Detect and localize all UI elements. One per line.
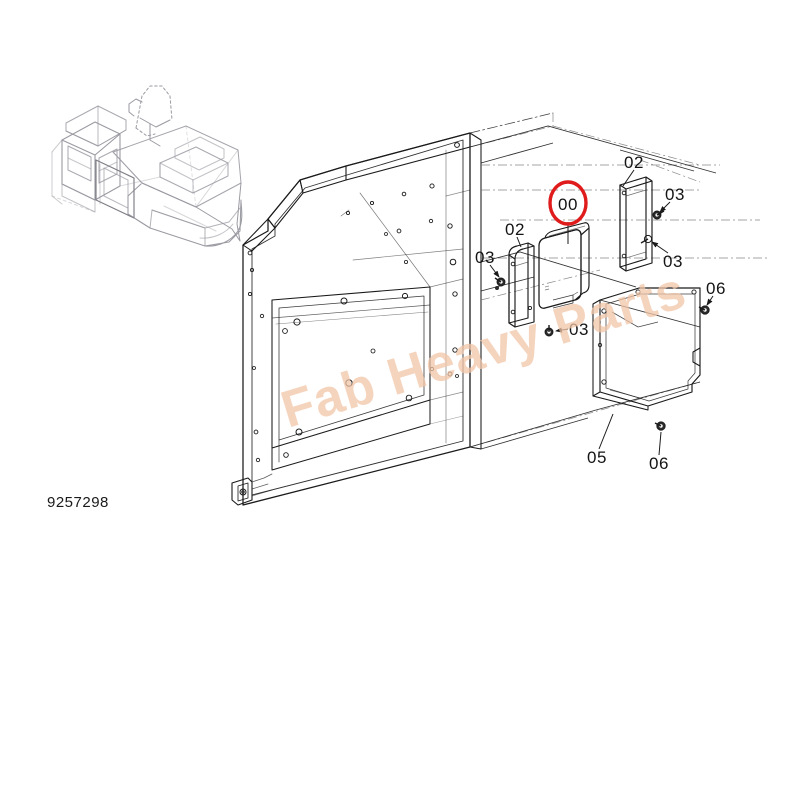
highlight-ellipse	[548, 180, 588, 226]
callout-label-06-b: 06	[649, 454, 669, 473]
bolt-03-d	[544, 325, 554, 337]
bolt-03-a	[652, 210, 665, 220]
cab-side-panel-assembly	[231, 112, 554, 506]
bolt-03-b	[640, 234, 653, 244]
callout-label-02-left: 02	[505, 220, 525, 239]
fasteners	[494, 210, 710, 431]
thumbnail-excavator	[51, 85, 243, 247]
callout-label-03-b: 03	[663, 252, 683, 271]
bolt-06-b	[654, 421, 666, 431]
bolt-03-c	[494, 277, 506, 287]
watermark: Fab Heavy Parts	[275, 261, 693, 439]
projection-lines-solid	[469, 125, 717, 450]
part-controller-unit	[538, 222, 590, 309]
callout-label-06-a: 06	[706, 279, 726, 298]
part-bracket-right	[619, 176, 653, 272]
callout-label-03-a: 03	[665, 185, 685, 204]
bolt-panel-right	[495, 286, 499, 290]
callout-label-00: 00	[558, 195, 578, 214]
bolt-06-a	[698, 305, 710, 315]
callout-labels: 00 02 03 03 02 03 03 06 05 06	[475, 153, 726, 473]
callout-label-02-right: 02	[624, 153, 644, 172]
part-number-caption: 9257298	[47, 494, 109, 511]
callout-leaders	[489, 169, 714, 456]
callout-label-05: 05	[587, 448, 607, 467]
callout-label-03-c: 03	[475, 248, 495, 267]
callout-label-03-d: 03	[569, 320, 589, 339]
part-bracket-left	[508, 242, 535, 328]
part-cover-plate	[592, 287, 701, 411]
